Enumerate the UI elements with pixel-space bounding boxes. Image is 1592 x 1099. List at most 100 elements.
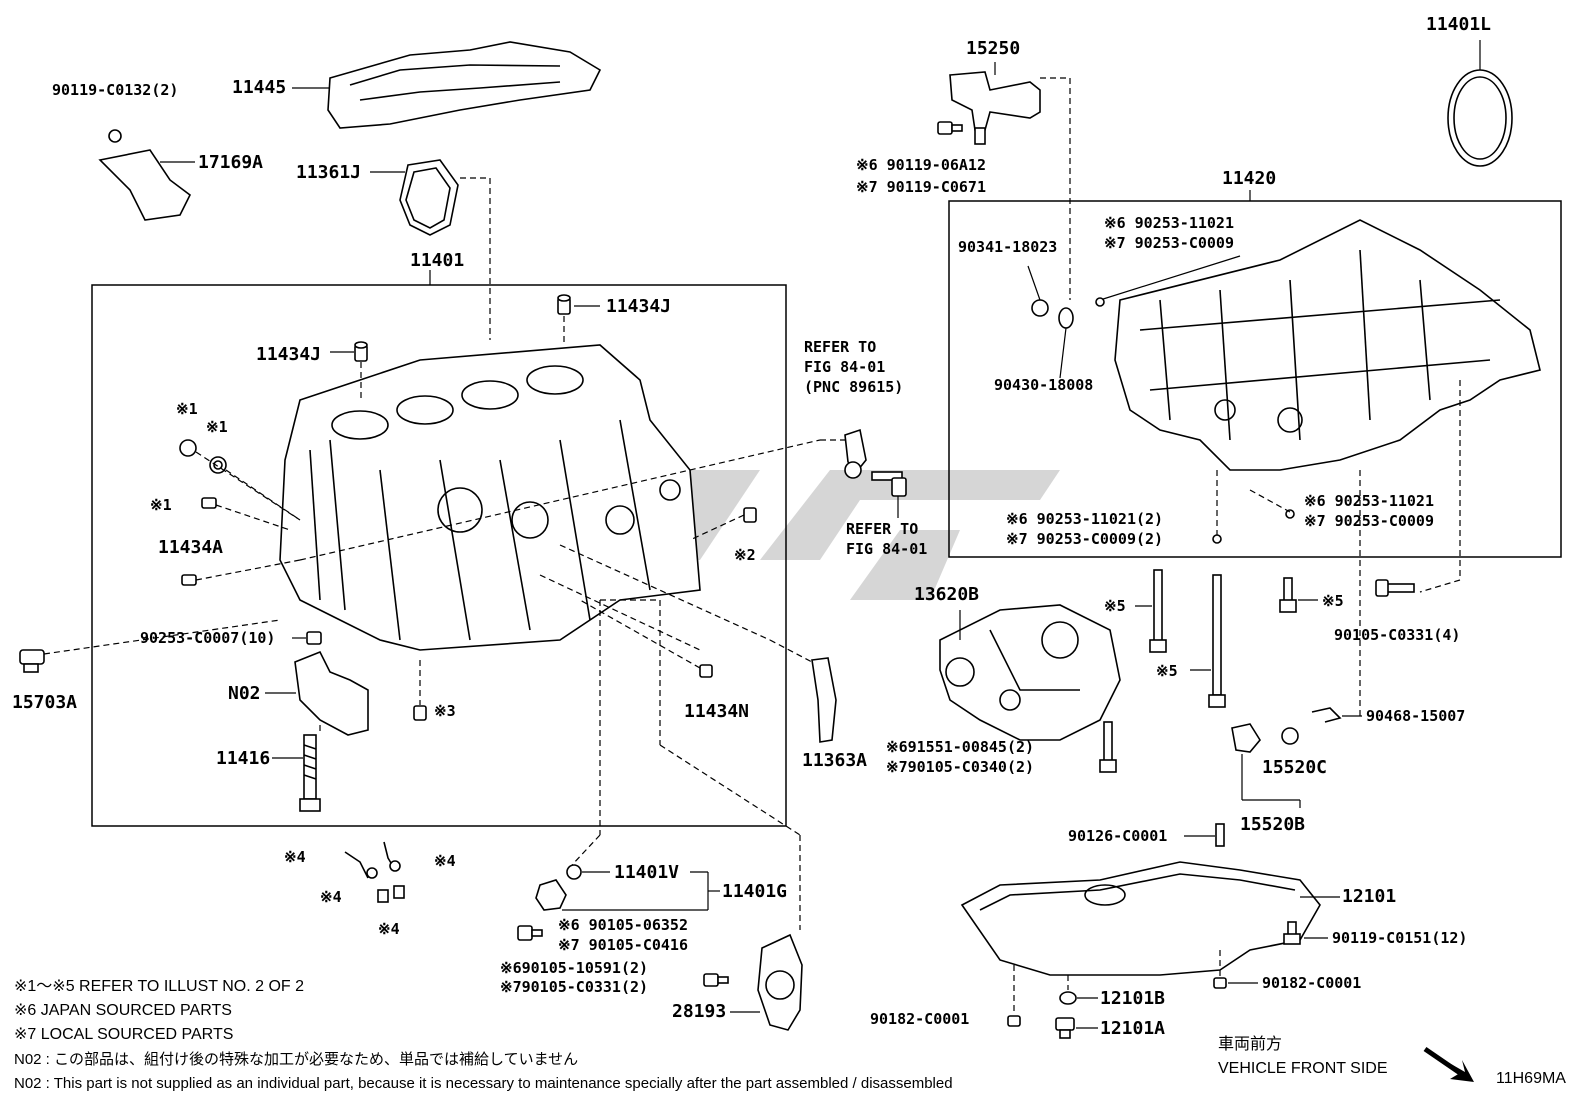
label-11401: 11401 <box>410 250 464 271</box>
label-m4-d: ※4 <box>378 920 400 938</box>
label-m3: ※3 <box>434 702 456 720</box>
label-90430-18008: 90430-18008 <box>994 376 1093 394</box>
label-refer2-line2: FIG 84-01 <box>846 540 927 558</box>
plug-90253-11021-right <box>1285 509 1295 519</box>
label-m4-c: ※4 <box>320 888 342 906</box>
bolt-90105-c0331 <box>1375 579 1415 597</box>
label-refer1-line3: (PNC 89615) <box>804 378 903 396</box>
plug-90253-c0007 <box>306 631 322 645</box>
label-90341-18023: 90341-18023 <box>958 238 1057 256</box>
label-90105-c0340: ※790105-C0340(2) <box>886 758 1034 776</box>
bolt-m5-c <box>1279 577 1297 613</box>
bolt-90105-10591 <box>703 973 729 987</box>
label-90105-10591: ※690105-10591(2) <box>500 959 648 977</box>
label-m4-a: ※4 <box>284 848 306 866</box>
label-m5-b: ※5 <box>1156 662 1178 680</box>
label-90253-11021-2: ※6 90253-11021(2) <box>1006 510 1163 528</box>
label-90119-c0151: 90119-C0151(12) <box>1332 929 1467 947</box>
plug-90253-11021-2 <box>1212 534 1222 544</box>
label-refer2-line1: REFER TO <box>846 520 918 538</box>
label-17169a: 17169A <box>198 152 263 173</box>
o-ring-11401v <box>566 864 582 880</box>
label-n02: N02 <box>228 683 261 704</box>
label-90105-06352: ※6 90105-06352 <box>558 916 688 934</box>
label-11401g: 11401G <box>722 881 787 902</box>
label-m4-b: ※4 <box>434 852 456 870</box>
label-90253-c0009-top: ※7 90253-C0009 <box>1104 234 1234 252</box>
oil-pan-upper-11420 <box>1114 219 1541 471</box>
drain-plug-11401g <box>535 879 567 911</box>
label-91551-00845: ※691551-00845(2) <box>886 738 1034 756</box>
clip-90468-15007 <box>1311 707 1342 723</box>
label-m1-a: ※1 <box>176 400 198 418</box>
label-90119-c0671: ※7 90119-C0671 <box>856 178 986 196</box>
front-arrow-icon <box>1423 1046 1474 1082</box>
cylinder-block-box <box>91 284 787 827</box>
gasket-15520c <box>1281 727 1299 745</box>
bolt-90105-06352 <box>517 925 543 941</box>
label-90253-c0009-right: ※7 90253-C0009 <box>1304 512 1434 530</box>
gasket-90430-18008 <box>1058 307 1074 329</box>
label-11361j: 11361J <box>296 162 361 183</box>
bearing-cap-n02 <box>294 650 369 736</box>
label-m2: ※2 <box>734 546 756 564</box>
label-90182-c0001-left: 90182-C0001 <box>870 1010 969 1028</box>
label-90253-c0009-2: ※7 90253-C0009(2) <box>1006 530 1163 548</box>
label-11416: 11416 <box>216 748 270 769</box>
bolt-refer-84-01 <box>871 471 907 497</box>
knock-sensor-ref <box>844 428 867 479</box>
label-m1-b: ※1 <box>206 418 228 436</box>
label-11401v: 11401V <box>614 862 679 883</box>
bolt-90119-c0151 <box>1283 921 1301 945</box>
label-11434j-top: 11434J <box>606 296 671 317</box>
pin-11434j-left <box>354 341 368 362</box>
label-11420: 11420 <box>1222 168 1276 189</box>
label-m5-a: ※5 <box>1104 597 1126 615</box>
stud-90126-c0001 <box>1215 823 1225 847</box>
cylinder-block-11401 <box>279 344 701 651</box>
label-11434n: 11434N <box>684 701 749 722</box>
label-11445: 11445 <box>232 77 286 98</box>
oil-pan-upper-box <box>948 200 1562 558</box>
label-90105-c0331-2: ※790105-C0331(2) <box>500 978 648 996</box>
gasket-12101b <box>1059 991 1077 1005</box>
label-12101: 12101 <box>1342 886 1396 907</box>
label-11434j-left: 11434J <box>256 344 321 365</box>
front-label-en: VEHICLE FRONT SIDE <box>1218 1060 1388 1077</box>
plug-15703a <box>19 649 45 673</box>
tube-11363a <box>811 657 837 743</box>
label-90126-c0001: 90126-C0001 <box>1068 827 1167 845</box>
plug-90341-18023 <box>1031 299 1049 317</box>
bolt-m5-a <box>1149 569 1167 653</box>
label-15250: 15250 <box>966 38 1020 59</box>
label-12101a: 12101A <box>1100 1018 1165 1039</box>
gasket-11361j <box>399 159 459 236</box>
oil-pan-lower-12101 <box>960 861 1321 976</box>
pin-11434a <box>181 574 197 586</box>
engine-cover-11445 <box>327 41 602 129</box>
label-90105-c0416: ※7 90105-C0416 <box>558 936 688 954</box>
plug-90253-11021-top <box>1095 297 1105 307</box>
label-90253-c0007: 90253-C0007(10) <box>140 629 275 647</box>
valve-15250 <box>949 71 1041 145</box>
gasket-28193 <box>757 933 803 1031</box>
label-m5-c: ※5 <box>1322 592 1344 610</box>
label-15520b: 15520B <box>1240 814 1305 835</box>
pin-11434j-top <box>557 294 571 315</box>
label-90253-11021-right: ※6 90253-11021 <box>1304 492 1434 510</box>
label-refer1-line1: REFER TO <box>804 338 876 356</box>
note-n02-english: N02 : This part is not supplied as an in… <box>14 1075 953 1092</box>
drain-plug-12101a <box>1055 1017 1075 1039</box>
front-label-jp: 車両前方 <box>1218 1035 1282 1053</box>
note-n02-japanese: N02 : この部品は、組付け後の特殊な加工が必要なため、単品では補給していませ… <box>14 1051 578 1068</box>
note-refer-illust: ※1～※5 REFER TO ILLUST NO. 2 OF 2 <box>14 978 304 995</box>
bolt-91551-00845 <box>1099 721 1117 773</box>
plug-m1 <box>179 439 227 509</box>
label-90119-06a12: ※6 90119-06A12 <box>856 156 986 174</box>
label-m1-c: ※1 <box>150 496 172 514</box>
pin-11434n <box>699 664 713 678</box>
pin-m2 <box>743 507 757 523</box>
label-refer1-line2: FIG 84-01 <box>804 358 885 376</box>
label-11401l: 11401L <box>1426 14 1491 35</box>
